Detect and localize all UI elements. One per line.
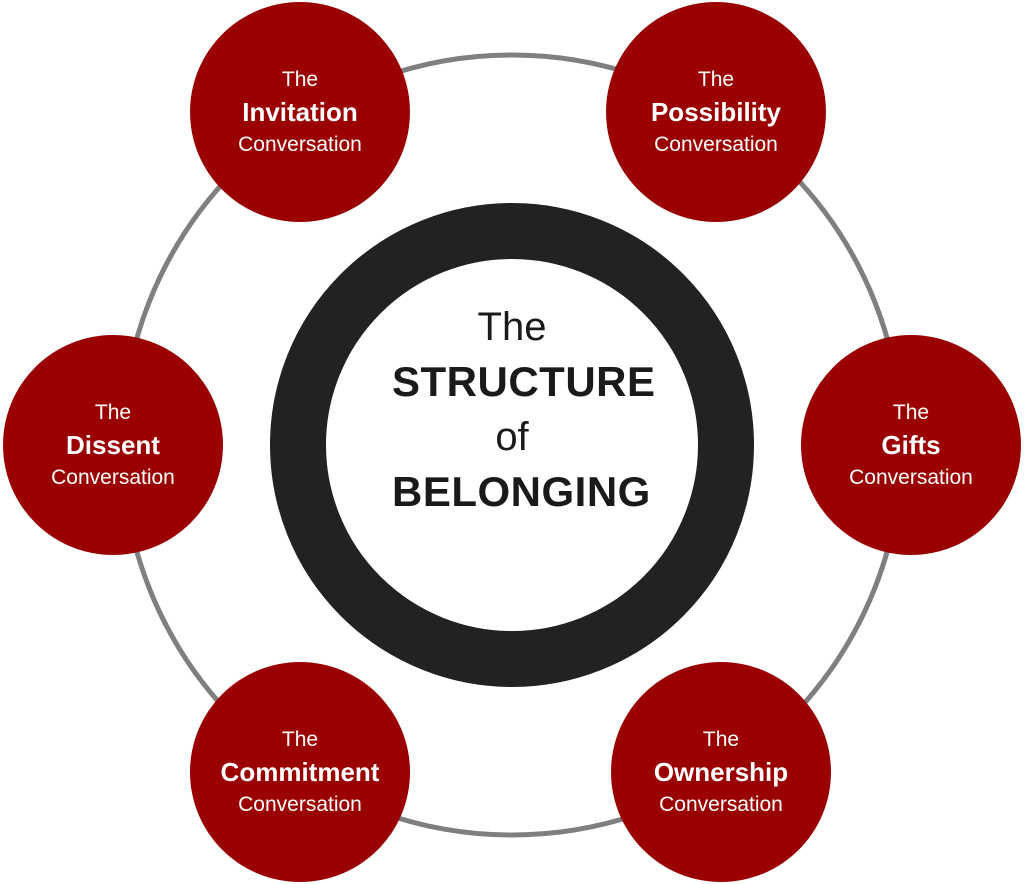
center-ring <box>270 203 754 687</box>
node-suffix: Conversation <box>238 793 362 816</box>
dissent-conversation-node: The Dissent Conversation <box>3 335 223 555</box>
node-name: Gifts <box>881 430 941 460</box>
node-suffix: Conversation <box>849 466 973 489</box>
center-title-the: The <box>477 305 547 349</box>
node-suffix: Conversation <box>659 793 783 816</box>
node-name: Ownership <box>653 757 789 787</box>
node-name: Commitment <box>220 757 380 787</box>
center-title-of: of <box>495 415 529 459</box>
node-suffix: Conversation <box>51 466 175 489</box>
node-name: Possibility <box>650 97 782 127</box>
center-title-belonging: BELONGING <box>392 468 651 515</box>
ownership-conversation-node: The Ownership Conversation <box>611 662 831 882</box>
gifts-conversation-node: The Gifts Conversation <box>801 335 1021 555</box>
node-prefix: The <box>281 728 319 751</box>
node-name: Dissent <box>66 430 160 460</box>
commitment-conversation-node: The Commitment Conversation <box>190 662 410 882</box>
node-suffix: Conversation <box>654 133 778 156</box>
possibility-conversation-node: The Possibility Conversation <box>606 2 826 222</box>
node-prefix: The <box>697 68 735 91</box>
center-title-structure: STRUCTURE <box>392 358 656 405</box>
node-suffix: Conversation <box>238 133 362 156</box>
invitation-conversation-node: The Invitation Conversation <box>190 2 410 222</box>
node-prefix: The <box>702 728 740 751</box>
node-name: Invitation <box>242 97 358 127</box>
node-prefix: The <box>892 401 930 424</box>
node-prefix: The <box>281 68 319 91</box>
center-title: The STRUCTURE of BELONGING <box>392 300 656 520</box>
node-prefix: The <box>94 401 132 424</box>
